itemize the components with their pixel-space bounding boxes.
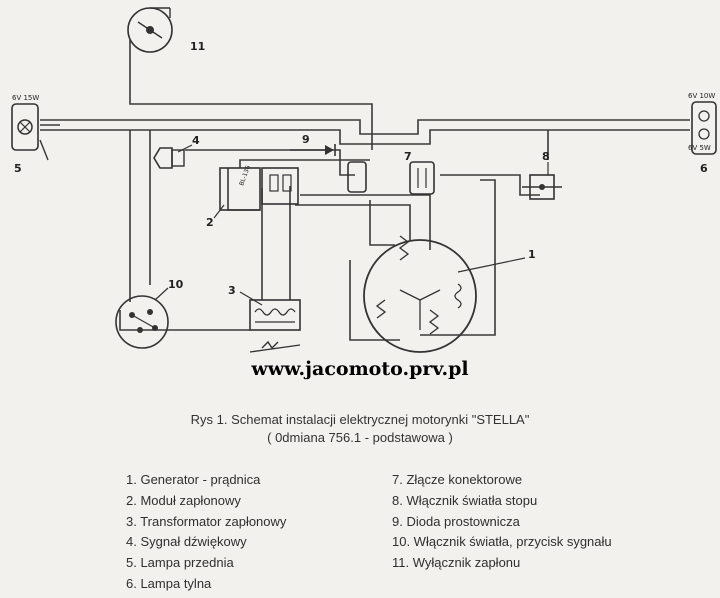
legend-item: 10. Włącznik światła, przycisk sygnału	[392, 534, 612, 550]
connector-block	[347, 161, 435, 195]
ignition-module: BL-136	[219, 164, 299, 211]
legend-item: 1. Generator - prądnica	[126, 472, 261, 487]
label-connector: 7	[404, 150, 412, 163]
wire-generator	[369, 200, 395, 246]
label-stop-switch: 8	[542, 150, 550, 163]
label-horn: 4	[192, 134, 200, 147]
legend-item: 7. Złącze konektorowe	[392, 472, 523, 487]
label-light-switch: 10	[168, 278, 184, 291]
legend-item: 4. Sygnał dźwiękowy	[126, 534, 247, 550]
front-lamp: 6V 15W	[11, 94, 49, 161]
ignition-transformer	[249, 299, 301, 353]
wire-stop-switch	[440, 174, 540, 196]
legend-item: 5. Lampa przednia	[126, 555, 234, 571]
label-generator: 1	[528, 248, 536, 261]
wire-horn	[185, 149, 355, 176]
figure-caption: Rys 1. Schemat instalacji elektrycznej m…	[190, 412, 530, 427]
site-watermark: www.jacomoto.prv.pl	[251, 358, 469, 380]
rear-lamp: 6V 10W 6V 5W	[688, 92, 717, 155]
legend-item: 3. Transformator zapłonowy	[126, 513, 287, 529]
rear-lamp-rating-bottom: 6V 5W	[688, 144, 711, 152]
label-transformer: 3	[228, 284, 236, 297]
wire-ignition-switch	[129, 40, 373, 150]
legend-item: 6. Lampa tylna	[126, 575, 212, 591]
light-switch	[115, 295, 169, 349]
legend-item: 8. Włącznik światła stopu	[392, 492, 538, 508]
front-lamp-rating: 6V 15W	[12, 94, 39, 102]
label-ignition-switch: 11	[190, 40, 205, 53]
wire-ignition-module	[227, 159, 431, 300]
label-front-lamp: 5	[14, 162, 22, 175]
rear-lamp-rating-top: 6V 10W	[688, 92, 715, 100]
legend-list-left: 1. Generator - prądnica 2. Moduł zapłono…	[126, 470, 286, 595]
rectifier-diode	[325, 144, 336, 156]
figure-subcaption: ( 0dmiana 756.1 - podstawowa )	[267, 430, 453, 445]
label-rear-lamp: 6	[700, 162, 708, 175]
label-ignition-module: 2	[206, 216, 214, 229]
ignition-switch	[127, 7, 173, 53]
stop-light-switch	[522, 174, 562, 200]
legend-list-right: 7. Złącze konektorowe 8. Włącznik światł…	[392, 470, 612, 574]
generator	[363, 235, 477, 353]
label-diode: 9	[302, 133, 310, 146]
wire-light-switch	[129, 130, 151, 302]
legend-item: 11. Wyłącznik zapłonu	[392, 555, 521, 571]
horn	[153, 147, 185, 169]
legend-item: 2. Moduł zapłonowy	[126, 492, 241, 508]
main-harness	[40, 119, 690, 145]
legend-item: 9. Dioda prostownicza	[392, 513, 520, 529]
wiring-diagram: 6V 15W 6V 10W 6V 5W BL-136	[11, 7, 717, 353]
